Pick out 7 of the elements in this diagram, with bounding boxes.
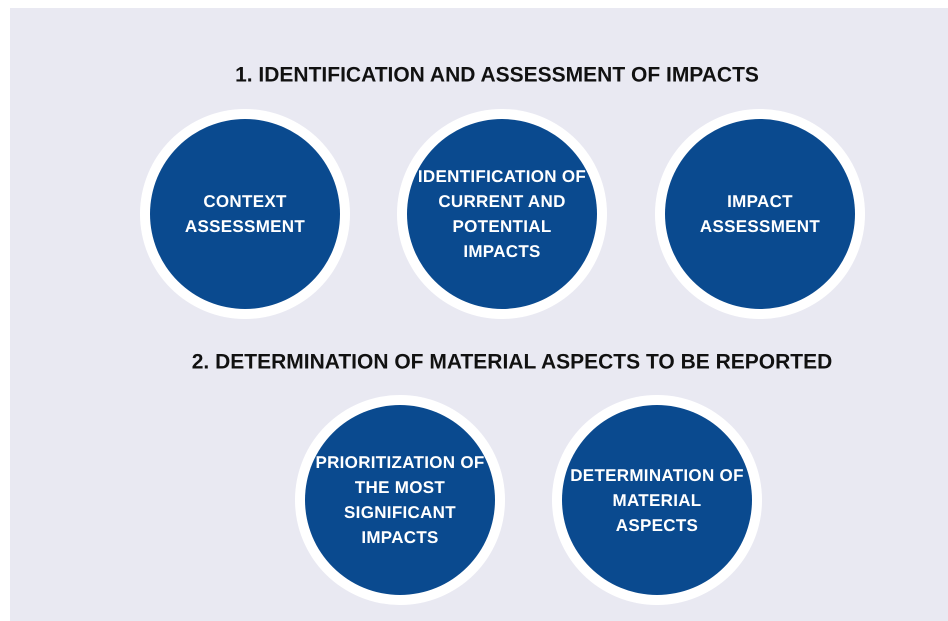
step-label: CONTEXT ASSESSMENT xyxy=(184,191,306,238)
section-heading: 1. IDENTIFICATION AND ASSESSMENT OF IMPACTS xyxy=(235,62,759,88)
step-label: PRIORITIZATION OF THE MOST SIGNIFICANT IMPACTS xyxy=(314,452,486,549)
step-label: IMPACT ASSESSMENT xyxy=(698,191,822,238)
step-label: IDENTIFICATION OF CURRENT AND POTENTIAL IMPACTS xyxy=(416,166,588,263)
step-label: DETERMINATION OF MATERIAL ASPECTS xyxy=(570,464,744,536)
section-heading: 2. DETERMINATION OF MATERIAL ASPECTS TO BE REPORTED xyxy=(192,349,832,376)
